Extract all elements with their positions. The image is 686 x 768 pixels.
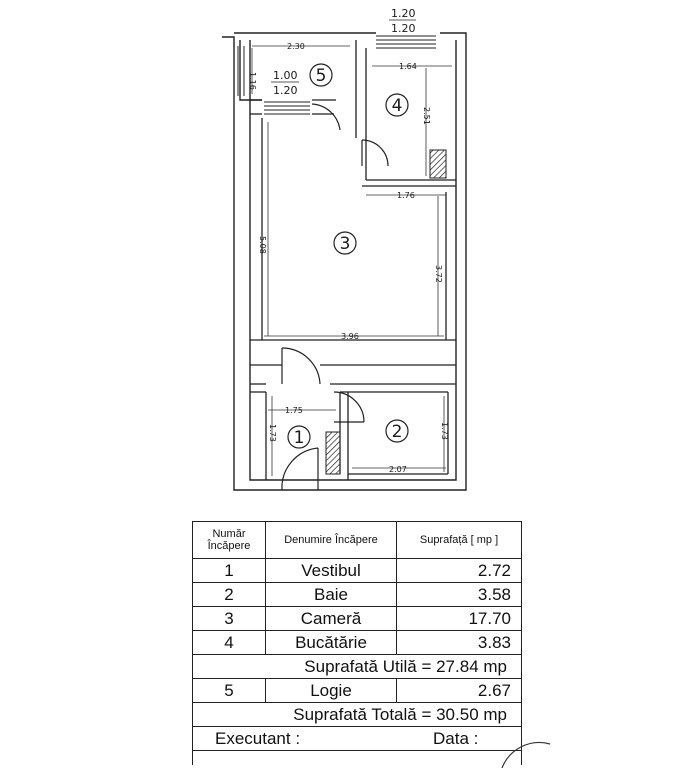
row-area: 3.58 — [396, 582, 522, 607]
header-number: Număr Încăpere — [192, 521, 266, 559]
dim-vestibule-depth: 1.73 — [268, 424, 277, 442]
row-area: 2.67 — [396, 678, 522, 703]
executant-label: Executant : — [215, 728, 301, 748]
row-number: 3 — [192, 606, 266, 631]
row-name: Cameră — [265, 606, 397, 631]
table-header-row: Număr Încăpere Denumire Încăpere Suprafa… — [192, 521, 522, 559]
table-row: 3 Cameră 17.70 — [192, 606, 522, 631]
dim-room-width-bottom: 3.96 — [341, 332, 359, 341]
row-name: Baie — [265, 582, 397, 607]
dim-logia-width: 2.30 — [287, 42, 305, 51]
total-area: Suprafată Totală = 30.50 mp — [192, 702, 522, 727]
table-row: 5 Logie 2.67 — [192, 678, 522, 703]
row-number: 2 — [192, 582, 266, 607]
dimension-lines — [251, 45, 452, 476]
room-number-3: 3 — [340, 234, 351, 254]
room-area-table: Număr Încăpere Denumire Încăpere Suprafa… — [192, 521, 522, 765]
window-fraction-labels: 1.20 1.20 1.00 1.20 — [271, 7, 416, 97]
room-number-5: 5 — [316, 66, 327, 86]
room-numbers: 5 4 3 1 2 — [294, 66, 403, 448]
date-label: Data : — [433, 728, 479, 748]
total-area-row: Suprafată Totală = 30.50 mp — [192, 702, 522, 727]
row-number: 1 — [192, 558, 266, 583]
dim-room-length-left: 5.08 — [258, 236, 267, 254]
dim-kitchen-width: 1.64 — [399, 62, 417, 71]
logia-window-label: 1.00 — [273, 69, 298, 82]
bath-shaft-hatch — [325, 431, 341, 475]
row-name: Vestibul — [265, 558, 397, 583]
useful-area-row: Suprafată Utilă = 27.84 mp — [192, 654, 522, 679]
header-area: Suprafață [ mp ] — [396, 521, 522, 559]
exterior-walls — [222, 32, 467, 491]
dim-logia-depth: 1.16 — [248, 72, 257, 90]
row-name: Logie — [265, 678, 397, 703]
table-row: 1 Vestibul 2.72 — [192, 558, 522, 583]
useful-area-total: Suprafată Utilă = 27.84 mp — [192, 654, 522, 679]
room-number-1: 1 — [294, 428, 305, 448]
row-name: Bucătărie — [265, 630, 397, 655]
dim-kitchen-depth: 2.51 — [422, 107, 431, 125]
signature-cell: Executant : Data : — [192, 726, 522, 751]
dimension-labels: 2.30 1.16 1.64 2.51 1.76 5.08 3.72 3.96 … — [248, 42, 449, 474]
window-top-label-denominator: 1.20 — [391, 22, 416, 35]
header-name: Denumire Încăpere — [265, 521, 397, 559]
dim-vestibule-width: 1.75 — [285, 406, 303, 415]
kitchen-shaft-hatch — [429, 149, 447, 179]
window-top-label: 1.20 — [391, 7, 416, 20]
stamp-edge — [501, 741, 551, 768]
floor-plan: 2.30 1.16 1.64 2.51 1.76 5.08 3.72 3.96 … — [222, 7, 467, 491]
row-number: 4 — [192, 630, 266, 655]
windows — [237, 35, 436, 115]
room-number-2: 2 — [392, 422, 403, 442]
dim-room-width-top: 1.76 — [397, 191, 415, 200]
table-row: 2 Baie 3.58 — [192, 582, 522, 607]
row-area: 2.72 — [396, 558, 522, 583]
row-number: 5 — [192, 678, 266, 703]
room-number-markers — [287, 63, 409, 449]
logia-window-label-denominator: 1.20 — [273, 84, 298, 97]
dim-bath-depth: 1.73 — [440, 422, 449, 440]
table-row: 4 Bucătărie 3.83 — [192, 630, 522, 655]
row-area: 17.70 — [396, 606, 522, 631]
dim-room-length-right: 3.72 — [434, 265, 443, 283]
row-area: 3.83 — [396, 630, 522, 655]
dim-bath-width: 2.07 — [389, 465, 407, 474]
signature-row: Executant : Data : — [192, 726, 522, 751]
doors — [281, 103, 389, 491]
cut-off-cell — [192, 750, 522, 765]
cut-off-row — [192, 750, 522, 765]
room-number-4: 4 — [392, 96, 403, 116]
